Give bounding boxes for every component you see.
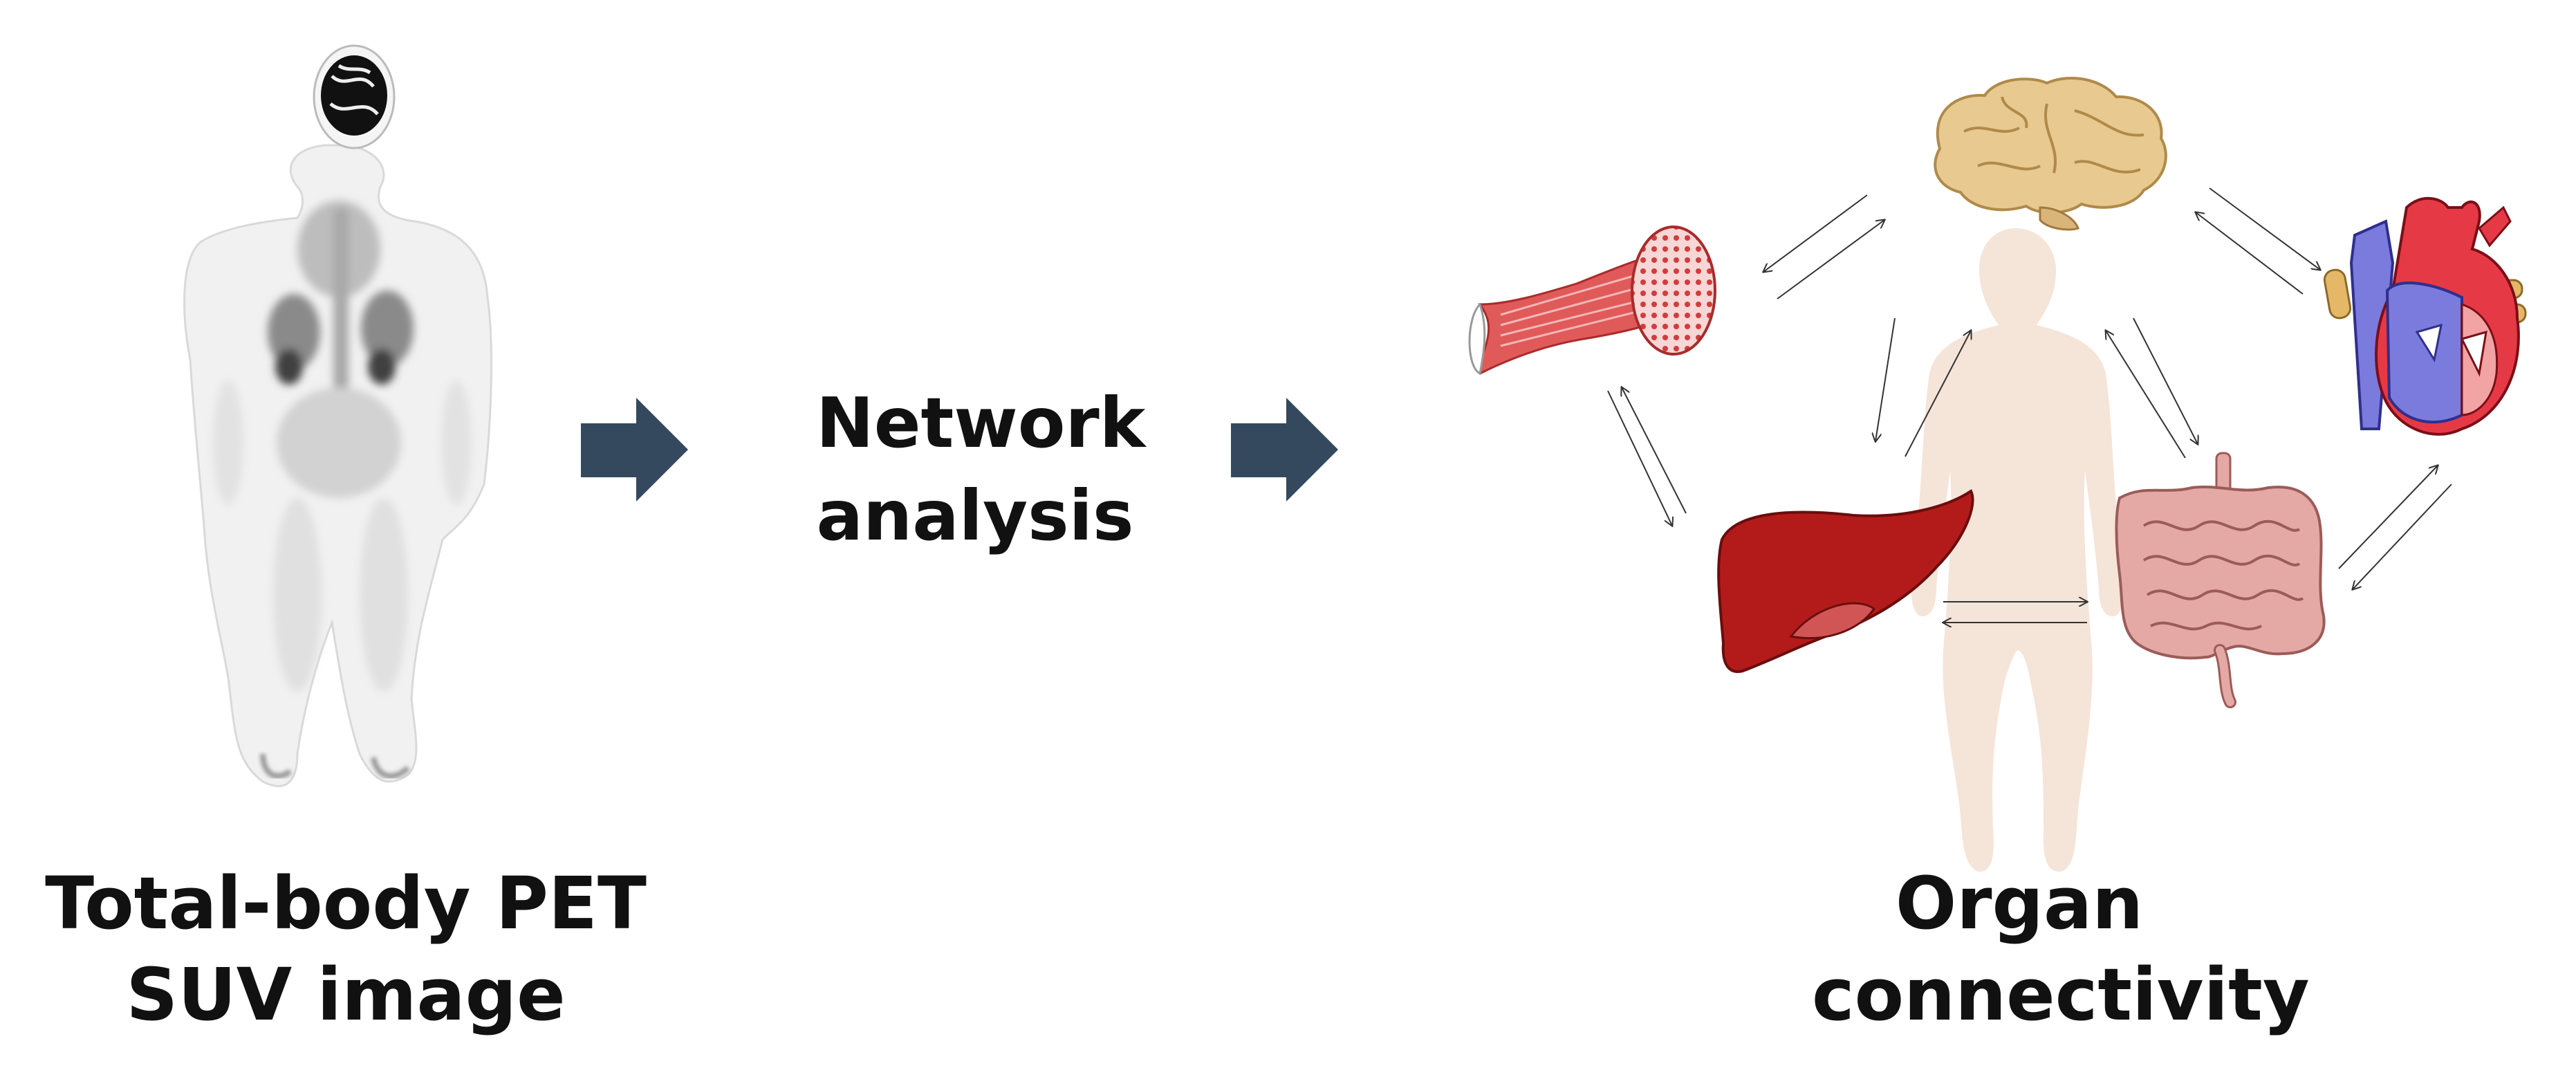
organ-caption-line2: connectivity — [1812, 952, 2310, 1037]
connector-brain-to-liver — [1875, 317, 1896, 441]
body-silhouette — [1911, 228, 2124, 872]
pet-scan-image — [183, 44, 492, 787]
intestine-icon — [2115, 452, 2326, 708]
network-caption: Network analysis — [816, 377, 1146, 562]
brain-icon — [1934, 77, 2167, 231]
pet-caption: Total-body PET SUV image — [0, 858, 692, 1040]
connector-brain-to-intestine — [2133, 317, 2198, 444]
connector-liver-to-muscle — [1622, 387, 1687, 514]
pet-caption-line1: Total-body PET — [45, 861, 647, 946]
connector-heart-to-intestine — [2353, 484, 2452, 589]
pet-organ-uptake — [213, 201, 472, 692]
connector-brain-to-muscle — [1763, 194, 1868, 272]
muscle-icon — [1468, 225, 1716, 376]
organ-caption-line1: Organ — [1895, 861, 2144, 946]
organ-caption: Organ connectivity — [1812, 858, 2310, 1040]
connector-intestine-to-heart — [2338, 466, 2438, 569]
connector-brain-to-heart — [2209, 187, 2320, 270]
connector-intestine-to-brain — [2106, 331, 2186, 459]
connector-liver-to-brain — [1905, 331, 1971, 457]
heart-icon — [2323, 196, 2527, 436]
network-caption-line2: analysis — [816, 475, 1134, 556]
liver-icon — [1717, 489, 1974, 673]
connector-arrows — [1607, 187, 2452, 623]
pet-caption-line2: SUV image — [126, 952, 566, 1037]
pet-limb-detail — [260, 753, 410, 779]
pet-head — [313, 44, 396, 149]
connector-muscle-to-liver — [1607, 390, 1672, 526]
connector-muscle-to-brain — [1777, 220, 1884, 300]
flow-arrow-2 — [1231, 398, 1338, 501]
network-caption-line1: Network — [816, 383, 1146, 463]
flow-arrow-1 — [581, 398, 688, 501]
connector-heart-to-brain — [2196, 212, 2304, 295]
